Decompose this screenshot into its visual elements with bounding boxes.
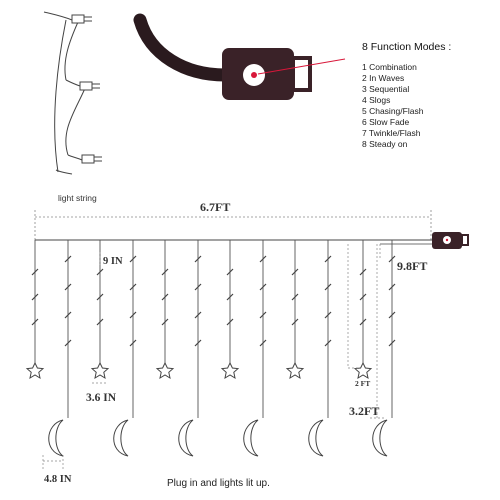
star-icon	[285, 361, 305, 380]
moon-icon	[48, 419, 64, 457]
star-icon	[220, 361, 240, 380]
moon-icons	[48, 419, 388, 457]
mode-item: 3 Sequential	[362, 84, 410, 94]
light-string-label: light string	[58, 193, 97, 203]
mode-item: 4 Slogs	[362, 95, 391, 105]
short-drop-label: 2 FT	[355, 379, 371, 388]
controller-large	[133, 13, 346, 100]
star-icon	[155, 361, 175, 380]
function-modes-title: 8 Function Modes :	[362, 41, 452, 53]
light-bulb-bottom	[81, 154, 102, 164]
moon-icon	[372, 419, 388, 457]
controller-small	[432, 232, 469, 249]
width-label: 6.7FT	[200, 200, 231, 214]
moon-icon	[243, 419, 259, 457]
star-icons	[25, 361, 373, 380]
star-icon	[353, 361, 373, 380]
caption: Plug in and lights lit up.	[167, 478, 270, 489]
star-gap-label: 3.6 IN	[86, 392, 117, 404]
light-string-sample	[43, 11, 87, 175]
mode-item: 2 In Waves	[362, 73, 405, 83]
mode-button-dot	[251, 72, 257, 78]
moon-icon	[308, 419, 324, 457]
lead-wire-label: 9.8FT	[397, 259, 428, 273]
dimension-guides	[42, 244, 384, 470]
long-drop-label: 3.2FT	[349, 404, 380, 418]
strands	[34, 240, 393, 418]
light-bulb-middle	[79, 81, 100, 91]
mode-item: 5 Chasing/Flash	[362, 106, 424, 116]
strand-bulbs	[31, 255, 396, 347]
strand-gap-label: 9 IN	[103, 256, 123, 267]
mode-item: 7 Twinkle/Flash	[362, 128, 421, 138]
pointer-line	[257, 58, 346, 75]
star-icon	[90, 361, 110, 380]
width-dimension	[34, 210, 432, 240]
mode-item: 1 Combination	[362, 62, 417, 72]
mode-item: 6 Slow Fade	[362, 117, 410, 127]
moon-width-label: 4.8 IN	[44, 474, 72, 485]
moon-icon	[113, 419, 129, 457]
light-bulb-top	[71, 14, 92, 24]
moon-icon	[178, 419, 194, 457]
star-icon	[25, 361, 45, 380]
mode-item: 8 Steady on	[362, 139, 408, 149]
